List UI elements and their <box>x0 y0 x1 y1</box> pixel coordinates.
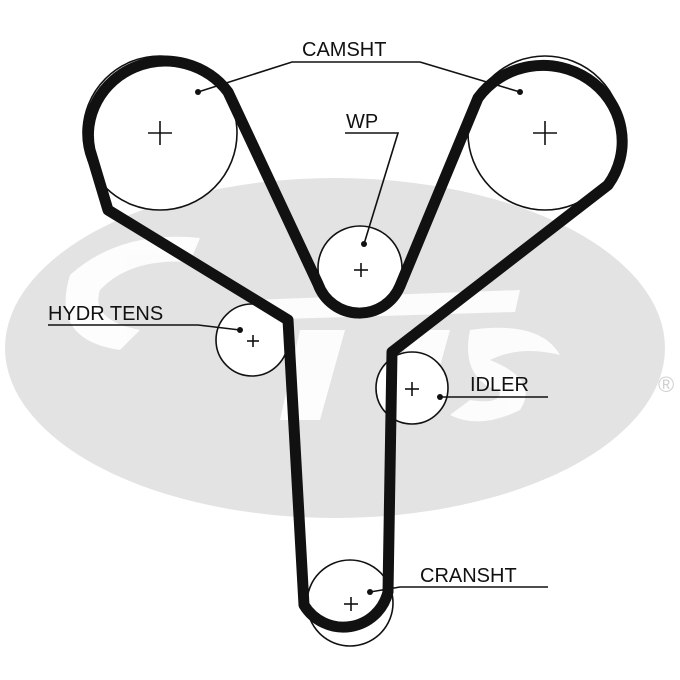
wp-leader <box>345 132 400 245</box>
idler-dot <box>437 394 443 400</box>
camsht-left-dot <box>195 89 201 95</box>
leader-lines <box>48 61 548 593</box>
hydr-tens-leader <box>48 324 241 331</box>
camsht-right-dot <box>517 89 523 95</box>
wp-dot <box>361 241 367 247</box>
camsht-label: CAMSHT <box>302 39 386 61</box>
center-marks <box>148 121 557 611</box>
hydr-tens-dot <box>237 327 243 333</box>
leader-dots <box>195 89 523 595</box>
hydr-tens-label: HYDR TENS <box>48 303 163 325</box>
hydraulic-tensioner-center-icon <box>247 335 259 347</box>
camshaft-right-center-icon <box>533 121 557 145</box>
water-pump-center-icon <box>354 263 368 277</box>
cransht-dot <box>367 589 373 595</box>
idler-center-icon <box>405 382 419 396</box>
registered-mark: ® <box>658 372 674 397</box>
timing-belt <box>82 55 628 633</box>
gates-logo-watermark: ® <box>5 178 674 518</box>
cransht-label: CRANSHT <box>420 565 517 587</box>
cransht-leader <box>369 586 548 593</box>
idler-label: IDLER <box>470 374 529 396</box>
wp-label: WP <box>346 111 378 133</box>
camsht-leader-right <box>419 61 521 93</box>
camshaft-left-center-icon <box>148 121 172 145</box>
crankshaft-center-icon <box>344 597 358 611</box>
camsht-leader-left <box>197 61 420 93</box>
